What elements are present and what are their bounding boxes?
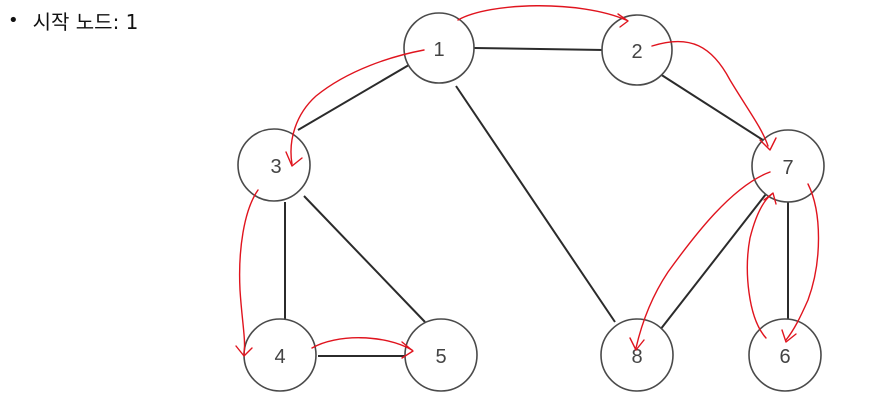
node-8: 8	[600, 318, 674, 392]
traversal-arrow-3-4	[238, 189, 259, 355]
node-2-label: 2	[631, 41, 642, 63]
start-node-text: 시작 노드: 1	[32, 10, 139, 34]
traversal-arrowhead-6-7	[763, 192, 777, 205]
node-6: 6	[748, 318, 822, 392]
traversal-arrow-1-2	[457, 5, 627, 21]
edge-1-8	[455, 85, 616, 323]
node-4-label: 4	[274, 346, 285, 368]
node-5: 5	[404, 318, 478, 392]
traversal-arrow-4-5	[311, 337, 413, 351]
edge-1-3	[297, 61, 415, 131]
traversal-arrow-7-8	[635, 171, 771, 349]
traversal-arrowhead-7-6	[781, 329, 797, 343]
traversal-arrowhead-3-4	[235, 345, 253, 357]
traversal-arrows	[235, 5, 820, 359]
traversal-arrowhead-1-3	[285, 151, 303, 167]
node-3: 3	[237, 128, 311, 202]
traversal-arrow-2-7	[651, 40, 769, 147]
graph-nodes: 1 2 3 4 5 6 7 8	[237, 12, 825, 392]
bullet-marker: •	[8, 10, 19, 31]
node-7-label: 7	[782, 157, 793, 179]
node-8-label: 8	[631, 346, 642, 368]
edge-3-5	[303, 195, 426, 323]
node-1-label: 1	[433, 39, 444, 61]
graph-edges	[284, 47, 789, 357]
node-3-label: 3	[270, 156, 281, 178]
node-1: 1	[403, 12, 475, 84]
traversal-arrow-6-7	[746, 193, 773, 339]
node-6-label: 6	[779, 346, 790, 368]
edge-1-2	[473, 47, 605, 51]
edge-7-8	[659, 193, 767, 331]
traversal-arrowhead-4-5	[401, 341, 414, 359]
start-node-heading: • 시작 노드: 1	[8, 6, 138, 35]
traversal-arrowhead-2-7	[759, 137, 777, 151]
traversal-arrow-1-3	[290, 49, 425, 165]
traversal-arrowhead-7-8	[629, 337, 645, 351]
traversal-arrowhead-1-2	[617, 13, 629, 28]
node-2: 2	[601, 14, 673, 86]
traversal-arrow-7-6	[785, 183, 820, 341]
edge-2-7	[659, 73, 767, 143]
node-7: 7	[751, 129, 825, 203]
node-5-label: 5	[435, 346, 446, 368]
node-4: 4	[243, 318, 317, 392]
